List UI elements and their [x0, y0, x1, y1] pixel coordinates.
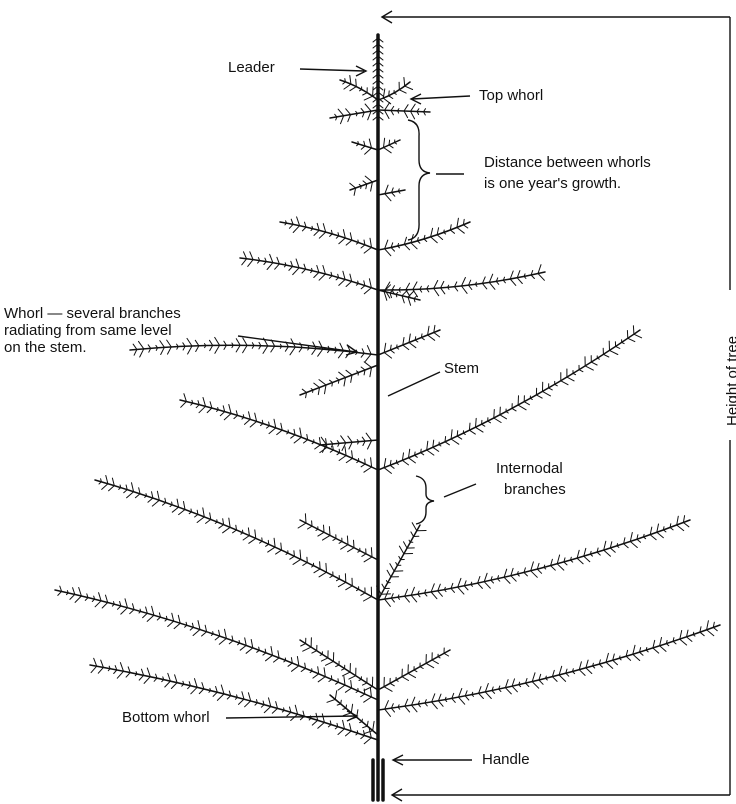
needle-cluster — [350, 176, 373, 195]
needle-cluster — [302, 362, 371, 398]
tree-illustration — [55, 35, 720, 800]
leader-callout: Leader — [228, 59, 366, 76]
distance-label-line1: Distance between whorls — [484, 154, 651, 171]
handle-callout: Handle — [393, 751, 530, 768]
internodal-label-line2: branches — [504, 481, 566, 498]
needle-cluster — [181, 394, 372, 473]
stem-callout: Stem — [388, 360, 479, 396]
branch — [240, 258, 378, 290]
internodal-callout: Internodal branches — [416, 460, 566, 524]
needle-cluster — [242, 252, 372, 294]
distance-brace — [408, 120, 430, 240]
branch — [378, 625, 720, 710]
distance-callout: Distance between whorls is one year's gr… — [408, 120, 651, 240]
internodal-brace — [416, 476, 434, 524]
needle-cluster — [384, 138, 397, 153]
branch — [340, 80, 378, 100]
needle-cluster — [385, 265, 544, 298]
internodal-label-line1: Internodal — [496, 460, 563, 477]
height-bracket: Height of tree — [382, 11, 736, 801]
top-whorl-callout: Top whorl — [411, 87, 543, 104]
branch — [90, 665, 378, 740]
whorl-label-line2: radiating from same level — [4, 322, 172, 339]
needle-cluster — [385, 218, 468, 255]
branch — [378, 520, 690, 600]
needle-cluster — [384, 648, 449, 691]
leader-label: Leader — [228, 59, 275, 76]
needle-cluster — [285, 217, 372, 253]
distance-label-line2: is one year's growth. — [484, 175, 621, 192]
needle-cluster — [99, 476, 372, 602]
whorl-label-line3: on the stem. — [4, 339, 87, 356]
handle-label: Handle — [482, 751, 530, 768]
top-whorl-label: Top whorl — [479, 87, 543, 104]
bottom-whorl-label: Bottom whorl — [122, 709, 210, 726]
branch — [95, 480, 378, 600]
bottom-whorl-callout: Bottom whorl — [122, 709, 357, 726]
height-of-tree-label: Height of tree — [724, 336, 736, 426]
whorl-label-line1: Whorl — several branches — [4, 305, 181, 322]
tree-needles — [58, 38, 718, 744]
branch — [378, 330, 640, 470]
needle-cluster — [58, 586, 372, 702]
stem-label: Stem — [444, 360, 479, 377]
